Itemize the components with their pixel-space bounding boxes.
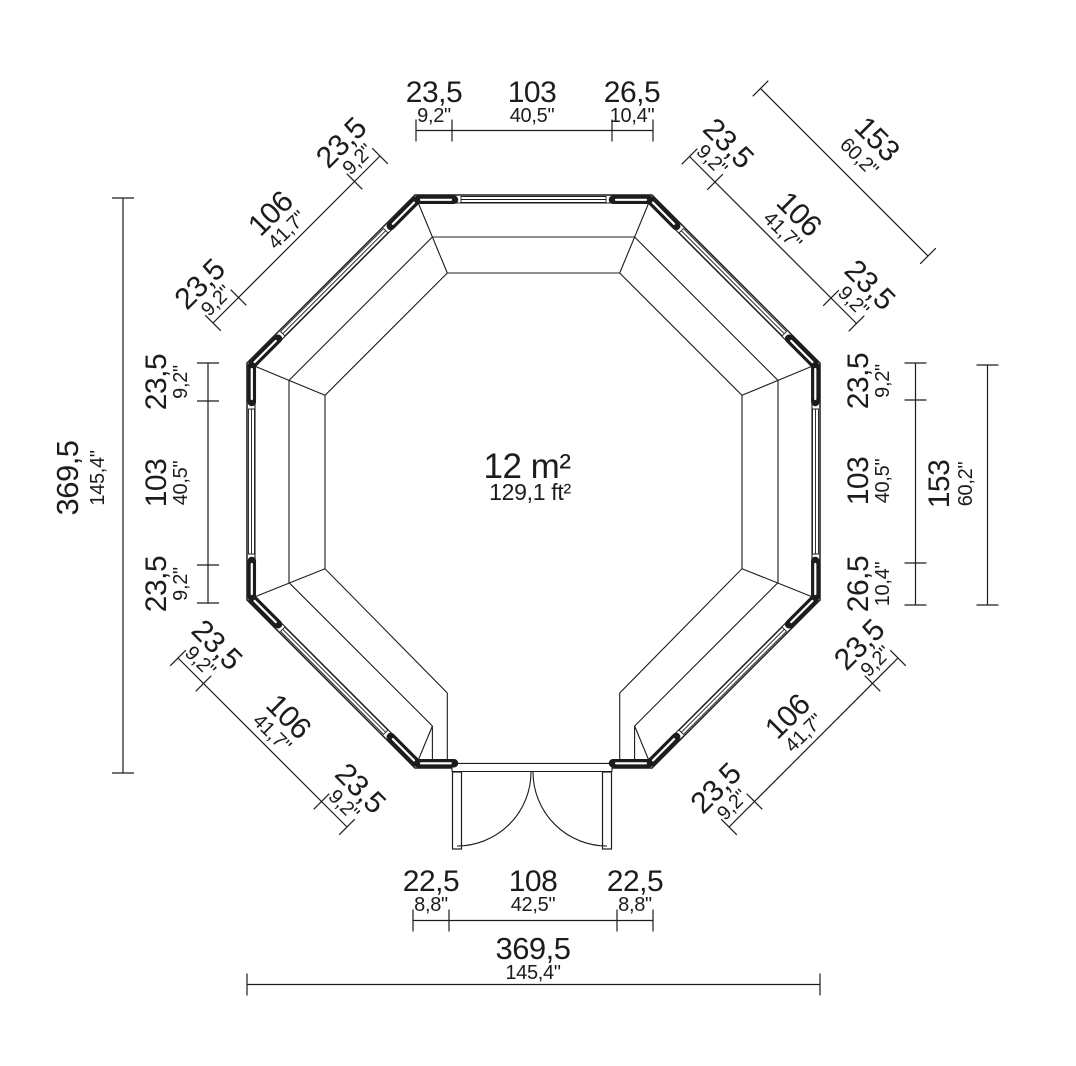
dim-top-1-cm: 103 [508,76,557,109]
dim-left-1-in: 40,5" [170,461,192,506]
dim-door-0-cm: 22,5 [403,865,459,898]
dim-overall-top-right-group: 153 60,2" [835,110,905,181]
door-leaf-left [451,771,463,850]
dim-line-top [415,119,654,142]
dim-overall-left-cm: 369,5 [50,440,85,515]
dim-bottom-right-2-group: 23,5 9,2" [828,613,896,681]
dim-line-overall-left [112,197,134,774]
dim-right-0-group: 23,5 9,2" [842,353,894,409]
dim-right-2-cm: 26,5 [842,556,875,612]
dim-line-bottom-left-diag [169,649,356,836]
window-upper-right [678,227,788,337]
dim-bottom-right-1-group: 106 41,7" [759,688,828,757]
dim-door-2-in: 8,8" [618,894,652,916]
dim-top-2-cm: 26,5 [604,76,660,109]
dim-door-1-cm: 108 [509,865,558,898]
dim-overall-right-in: 60,2" [955,462,977,507]
dim-top-0-in: 9,2" [417,105,451,127]
dimension-lines [112,80,999,996]
dim-right-1-cm: 103 [842,457,875,506]
interior-outlines [254,202,813,761]
door-threshold [451,762,613,773]
dim-top-right-0-group: 23,5 9,2" [692,112,760,180]
dim-bottom-left-1-group: 106 41,7" [248,688,317,757]
dim-top-0-cm: 23,5 [406,76,462,109]
dim-line-overall-bottom [246,973,821,996]
floor-area-m2: 12 m² [484,447,571,486]
bench-front-edge [324,272,743,694]
dim-top-2-in: 10,4" [610,105,655,127]
window-bands [248,196,819,736]
dim-line-right [904,362,927,606]
dim-left-2-in: 9,2" [170,567,192,601]
dim-left-0-in: 9,2" [170,365,192,399]
dim-line-top-right-diag [681,148,865,332]
dim-line-door [412,909,654,932]
dim-door-0-in: 8,8" [414,894,448,916]
window-right [812,408,819,555]
dim-top-left-2-group: 23,5 9,2" [310,111,378,179]
window-lower-left [279,626,389,736]
dim-right-1-in: 40,5" [872,459,894,504]
dim-left-2-group: 23,5 9,2" [140,556,192,612]
dim-bottom-left-0-group: 23,5 9,2" [180,613,248,681]
bench-corner-miters [254,202,813,761]
dim-left-1-cm: 103 [140,459,173,508]
dimension-labels: 23,5 9,2" 103 40,5" 26,5 10,4" 22,5 8,8"… [50,76,977,984]
window-left [248,408,255,555]
window-lower-right [678,626,788,736]
dim-right-2-in: 10,4" [872,562,894,607]
bench-back-edge [288,236,779,727]
dim-overall-left-group: 369,5 145,4" [50,440,109,515]
inner-wall-face [254,202,813,761]
floor-area-ft2: 129,1 ft² [489,479,571,505]
door-swing-arc-right [532,771,608,847]
door-swing-arc-left [456,771,532,847]
dim-bottom-right-0-group: 23,5 9,2" [684,757,752,825]
dim-left-0-group: 23,5 9,2" [140,354,192,410]
dim-line-left [197,362,219,604]
double-door [451,762,613,850]
dim-top-left-0-group: 23,5 9,2" [168,253,236,321]
dim-overall-right-cm: 153 [923,460,956,509]
dim-top-right-2-group: 23,5 9,2" [833,253,901,321]
dim-line-bottom-right-diag [720,649,907,836]
door-leaf-right [601,771,613,850]
dim-overall-right-group: 153 60,2" [923,460,977,509]
dim-line-overall-right [976,364,999,606]
dim-left-2-cm: 23,5 [140,556,173,612]
dim-right-0-in: 9,2" [872,364,894,398]
dim-left-1-group: 103 40,5" [140,459,192,508]
window-top [460,196,607,203]
dim-top-left-1-group: 106 41,7" [242,185,311,254]
outer-wall-outline [246,194,821,769]
dim-door-2-cm: 22,5 [607,865,663,898]
dim-overall-bottom-cm: 369,5 [495,931,570,966]
dim-top-right-1-group: 106 41,7" [759,185,828,254]
dim-right-0-cm: 23,5 [842,353,875,409]
corner-posts [247,195,820,768]
dim-right-2-group: 26,5 10,4" [842,556,894,612]
dim-line-top-left-diag [204,147,389,332]
dim-top-1-in: 40,5" [510,105,555,127]
dim-left-0-cm: 23,5 [140,354,173,410]
dim-door-1-in: 42,5" [511,894,556,916]
dim-bottom-left-2-group: 23,5 9,2" [324,757,392,825]
bench-end-caps [431,693,636,760]
dim-right-1-group: 103 40,5" [842,457,894,506]
dim-line-overall-top-right [752,80,937,265]
dim-overall-bottom-in: 145,4" [505,962,561,984]
dim-overall-left-in: 145,4" [87,450,109,506]
corner-post-slits [250,198,817,765]
window-upper-left [279,227,389,337]
